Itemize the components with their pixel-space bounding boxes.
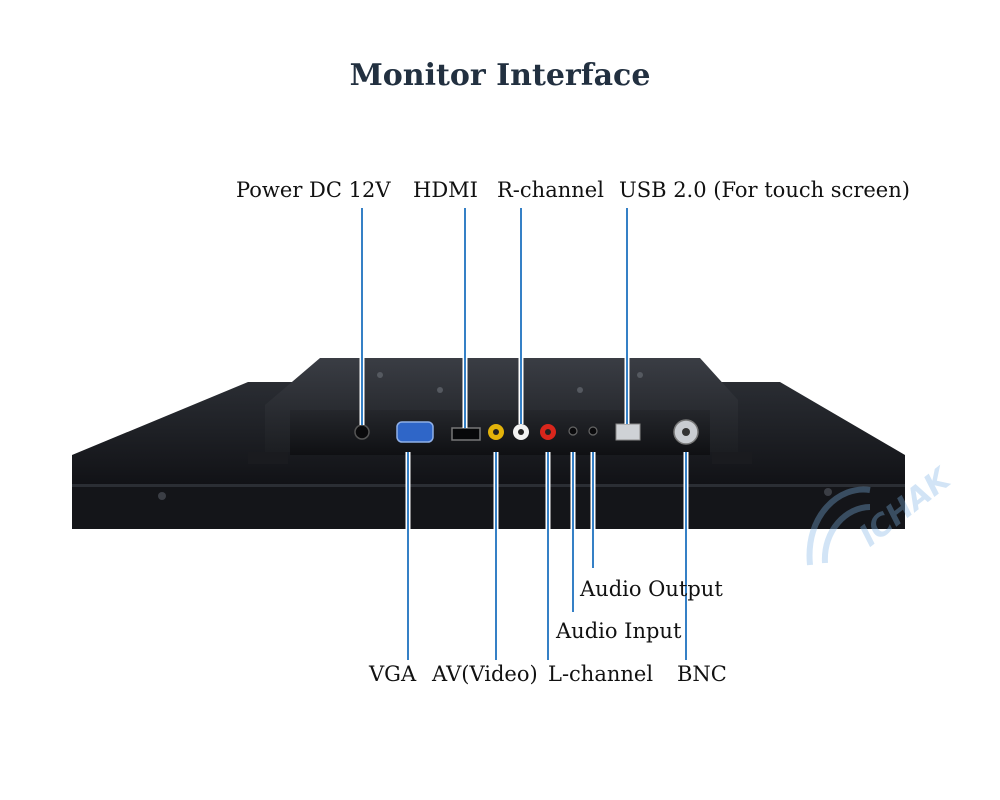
label-usb: USB 2.0 (For touch screen): [619, 178, 910, 202]
label-l-channel: L-channel: [548, 662, 654, 686]
label-audio-output: Audio Output: [580, 577, 723, 601]
ichak-logo-watermark: ICHAK: [806, 460, 959, 566]
label-bnc: BNC: [677, 662, 727, 686]
label-vga: VGA: [369, 662, 417, 686]
ports: [354, 419, 699, 445]
label-power-dc: Power DC 12V: [236, 178, 391, 202]
page-title: Monitor Interface: [349, 58, 651, 93]
label-hdmi: HDMI: [413, 178, 478, 202]
leader-lines: [359, 208, 689, 660]
label-audio-input: Audio Input: [556, 619, 682, 643]
back-panel: [248, 358, 752, 464]
label-r-channel: R-channel: [497, 178, 604, 202]
label-av-video: AV(Video): [432, 662, 538, 686]
